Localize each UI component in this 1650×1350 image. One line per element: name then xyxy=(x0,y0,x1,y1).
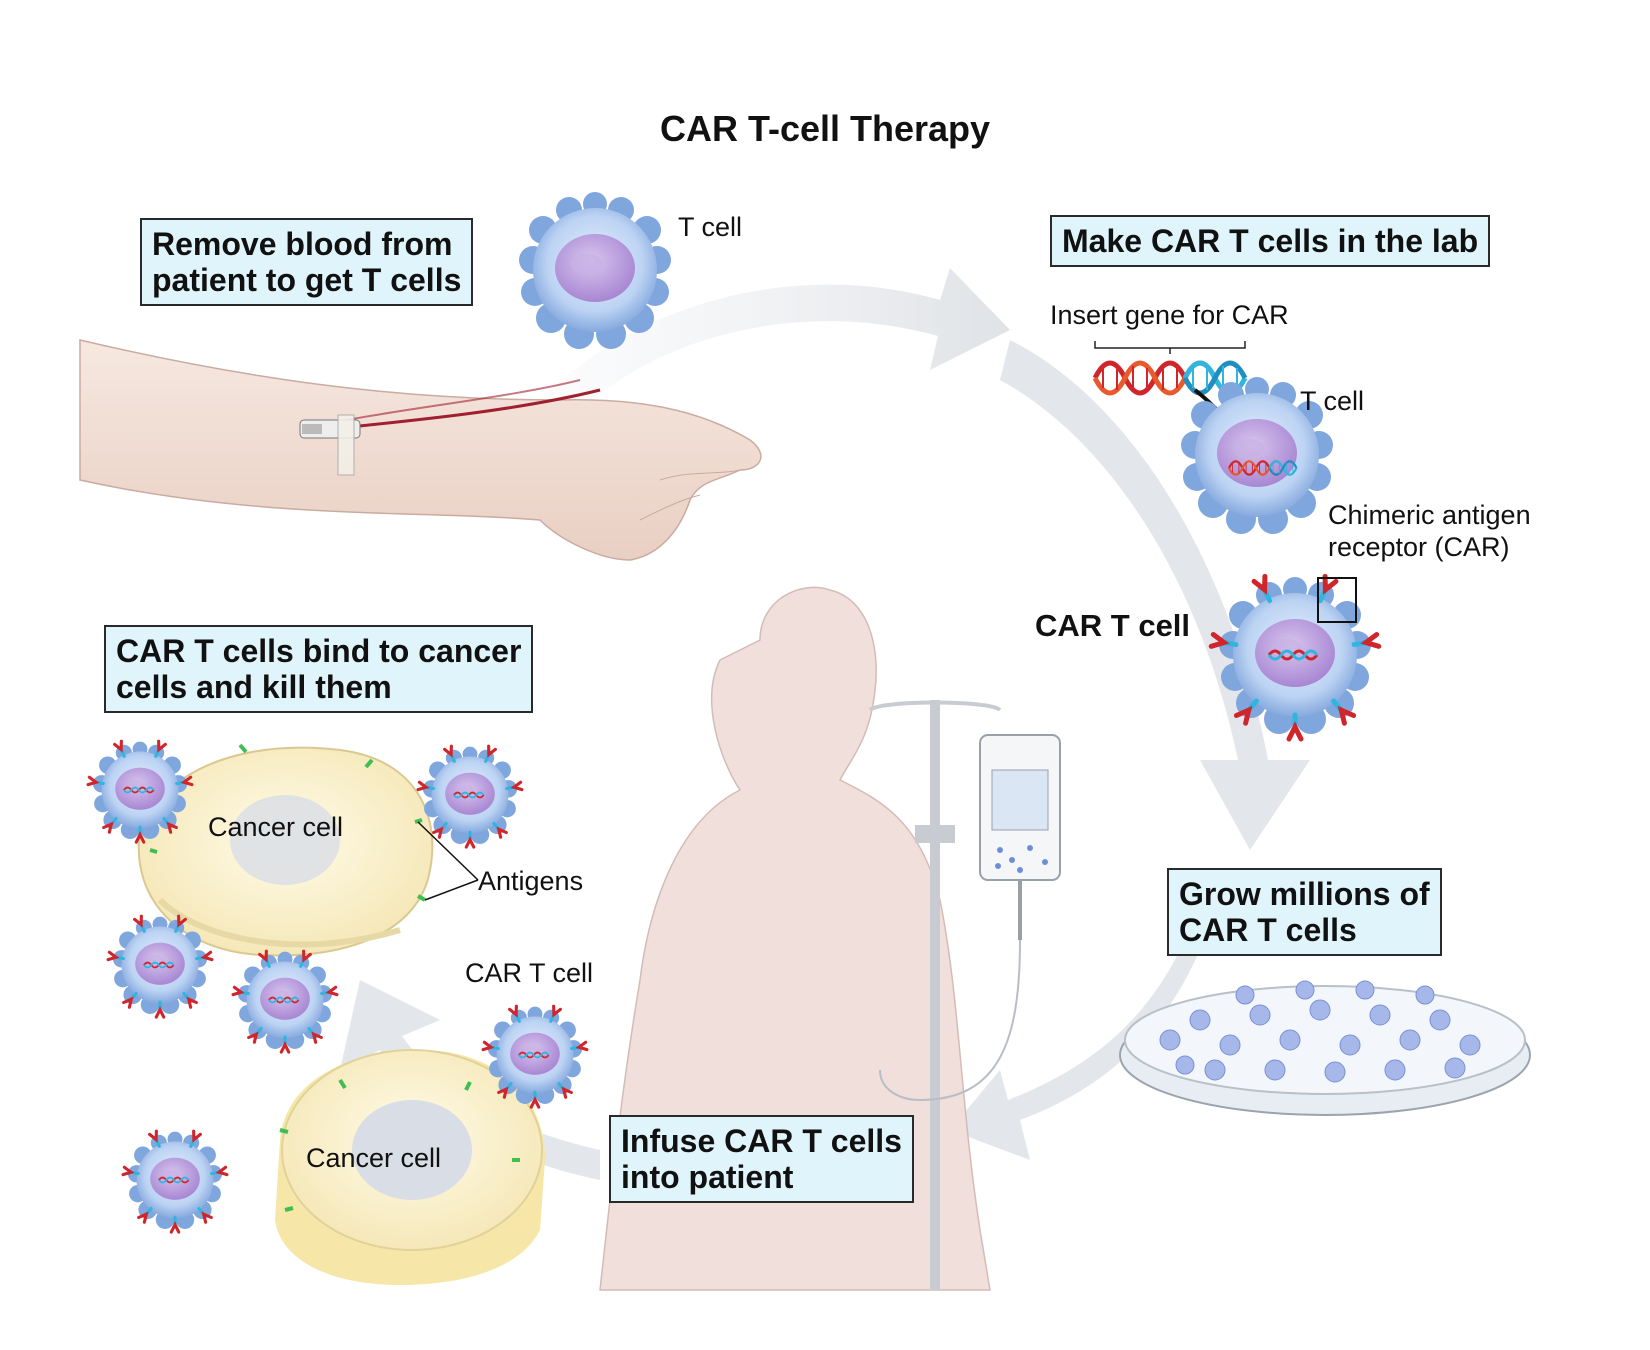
car-t-cell-icon xyxy=(233,951,337,1052)
arm-icon xyxy=(79,339,762,561)
flow-arrow-petri xyxy=(950,950,1200,1160)
label-car-t-cell-small: CAR T cell xyxy=(465,958,594,988)
car-t-cell-icon xyxy=(88,741,192,842)
flow-arrow-top xyxy=(540,268,1010,420)
car-t-cell-icon xyxy=(1211,576,1379,739)
flow-arrow-right xyxy=(1000,340,1310,850)
cancer-cell-icon xyxy=(137,743,434,957)
label-cancer-cell-top: Cancer cell xyxy=(208,812,344,842)
step-grow-line2: CAR T cells xyxy=(1179,912,1357,948)
step-grow: Grow millions of CAR T cells xyxy=(1167,868,1442,956)
page-title: CAR T-cell Therapy xyxy=(659,108,991,149)
label-cancer-cell-bottom: Cancer cell xyxy=(306,1143,442,1173)
label-car-line2: receptor (CAR) xyxy=(1328,532,1510,562)
step-infuse-line2: into patient xyxy=(621,1159,794,1195)
label-car-line1: Chimeric antigen xyxy=(1328,500,1531,530)
step-remove-blood-line2: patient to get T cells xyxy=(152,262,462,298)
step-make-car-t-line1: Make CAR T cells in the lab xyxy=(1062,223,1479,259)
step-infuse: Infuse CAR T cells into patient xyxy=(609,1115,914,1203)
flow-arrow-bottom xyxy=(340,980,600,1180)
step-remove-blood-line1: Remove blood from xyxy=(152,226,453,262)
step-bind-kill: CAR T cells bind to cancer cells and kil… xyxy=(104,625,534,713)
step-remove-blood: Remove blood from patient to get T cells xyxy=(140,218,474,306)
label-car-t-cell-bold: CAR T cell xyxy=(1035,608,1191,643)
step-make-car-t: Make CAR T cells in the lab xyxy=(1050,215,1491,267)
label-t-cell-right: T cell xyxy=(1300,386,1365,416)
step-grow-line1: Grow millions of xyxy=(1179,876,1430,912)
t-cell-icon xyxy=(519,192,671,349)
step-bind-kill-line1: CAR T cells bind to cancer xyxy=(116,633,522,669)
car-t-cell-icon xyxy=(483,1006,587,1107)
flow-arrows xyxy=(340,268,1310,1180)
label-t-cell-top: T cell xyxy=(678,212,743,242)
label-antigens: Antigens xyxy=(478,866,584,896)
step-infuse-line1: Infuse CAR T cells xyxy=(621,1123,902,1159)
car-callout-box xyxy=(1317,577,1357,623)
dna-icon xyxy=(1095,341,1245,393)
label-insert-gene: Insert gene for CAR xyxy=(1050,300,1289,330)
step-bind-kill-line2: cells and kill them xyxy=(116,669,392,705)
cancer-cell-icon xyxy=(275,1049,545,1285)
car-t-cell-icon xyxy=(123,1131,227,1232)
car-t-cell-icon xyxy=(418,746,522,847)
patient-silhouette-icon xyxy=(599,586,991,1291)
iv-bag-icon xyxy=(868,700,1061,1290)
petri-dish-icon xyxy=(1119,980,1531,1116)
antigen-leaders xyxy=(417,821,479,901)
